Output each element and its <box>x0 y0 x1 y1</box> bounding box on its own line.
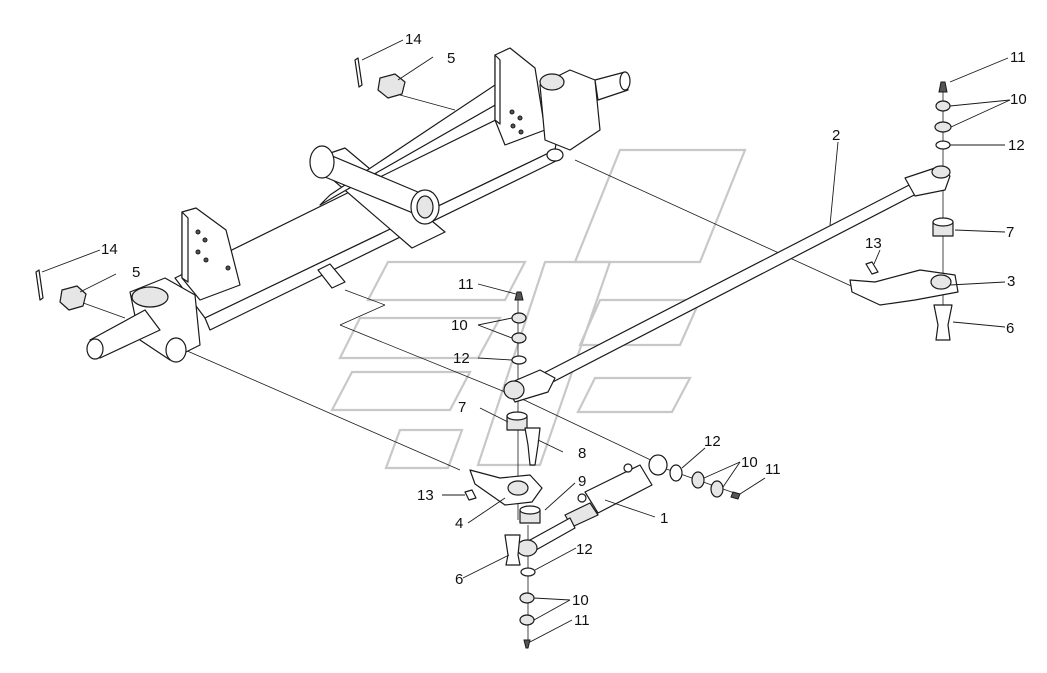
callout-10-center: 10 <box>451 317 468 334</box>
left-steering-arm <box>464 469 543 506</box>
callout-14-top: 14 <box>405 31 422 48</box>
hydraulic-cylinder <box>516 454 668 557</box>
callout-3: 3 <box>1007 273 1015 290</box>
hardware-stack-center <box>504 291 541 649</box>
callout-5-top: 5 <box>447 50 455 67</box>
callout-7-right: 7 <box>1006 224 1014 241</box>
callout-7-center: 7 <box>458 399 466 416</box>
callout-5-left: 5 <box>132 264 140 281</box>
callout-8: 8 <box>578 445 586 462</box>
left-steering-knuckle <box>86 277 201 363</box>
callout-13-left: 13 <box>417 487 434 504</box>
callout-2: 2 <box>832 127 840 144</box>
callout-10-top-right: 10 <box>1010 91 1027 108</box>
callout-12-bottom: 12 <box>576 541 593 558</box>
watermark-logo <box>330 148 747 470</box>
callout-11-cylinder: 11 <box>765 461 781 478</box>
callout-leaders <box>41 39 1011 643</box>
tie-rod <box>503 165 951 403</box>
callout-numbers: 1 2 3 4 5 5 6 6 7 7 8 9 10 10 10 10 11 1… <box>101 31 1027 629</box>
callout-13-right: 13 <box>865 235 882 252</box>
hardware-stack-right <box>932 81 954 341</box>
callout-4: 4 <box>455 515 463 532</box>
callout-12-cylinder: 12 <box>704 433 721 450</box>
right-steering-knuckle <box>539 69 631 162</box>
callout-6-bottom: 6 <box>455 571 463 588</box>
callout-6-right: 6 <box>1006 320 1014 337</box>
callout-12-center: 12 <box>453 350 470 367</box>
front-axle-beam <box>174 47 561 331</box>
hardware-stack-cylinder <box>669 464 741 500</box>
callout-1: 1 <box>660 510 668 527</box>
callout-11-bottom: 11 <box>574 612 590 629</box>
right-steering-arm <box>849 261 959 306</box>
callout-14-left: 14 <box>101 241 118 258</box>
callout-11-top-right: 11 <box>1010 49 1026 66</box>
callout-10-bottom: 10 <box>572 592 589 609</box>
callout-11-center: 11 <box>458 276 474 293</box>
cotter-pins <box>35 57 363 301</box>
callout-10-cylinder: 10 <box>741 454 758 471</box>
callout-9: 9 <box>578 473 586 490</box>
callout-12-top-right: 12 <box>1008 137 1025 154</box>
